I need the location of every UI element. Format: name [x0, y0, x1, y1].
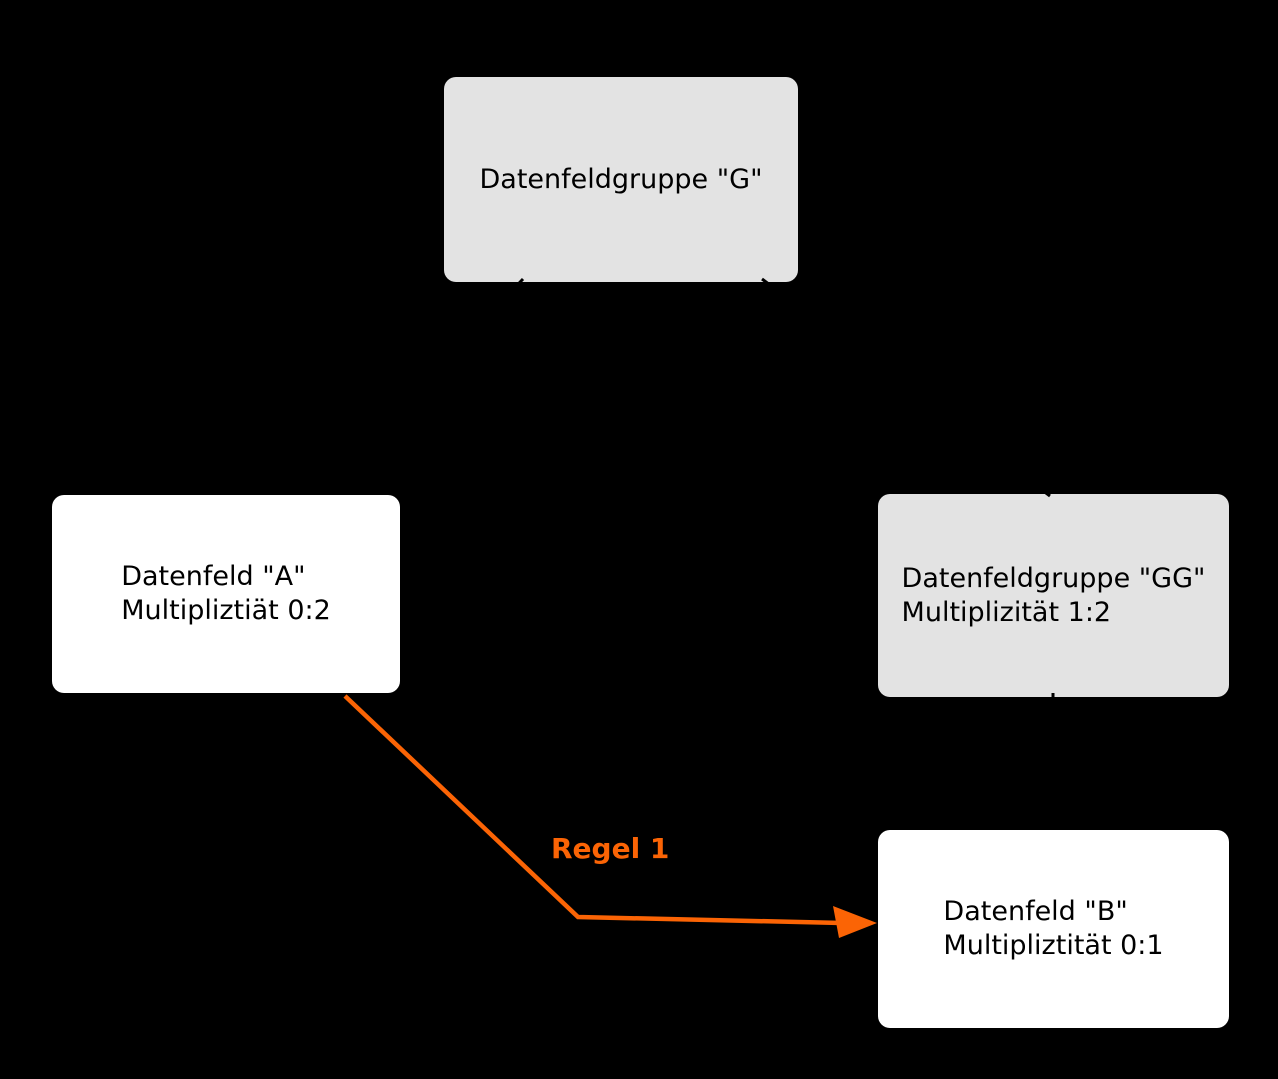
node-gg-line1: Datenfeldgruppe "GG" [901, 562, 1206, 594]
node-datenfeld-b: Datenfeld "B" Multipliztität 0:1 [878, 830, 1229, 1028]
node-b-line2: Multipliztität 0:1 [943, 930, 1164, 961]
node-datenfeld-b-label: Datenfeld "B" Multipliztität 0:1 [943, 895, 1163, 963]
node-b-line1: Datenfeld "B" [943, 896, 1128, 927]
node-datenfeldgruppe-gg-label: Datenfeldgruppe "GG" Multiplizität 1:2 [902, 562, 1206, 630]
node-datenfeldgruppe-gg: Datenfeldgruppe "GG" Multiplizität 1:2 [878, 494, 1229, 697]
edge-label-regel-1: Regel 1 [551, 832, 670, 865]
node-a-line2: Multipliztiät 0:2 [121, 595, 331, 626]
node-gg-line2: Multiplizität 1:2 [901, 596, 1112, 628]
node-a-line1: Datenfeld "A" [121, 561, 306, 592]
node-datenfeldgruppe-g: Datenfeldgruppe "G" [444, 77, 798, 282]
node-datenfeldgruppe-g-label: Datenfeldgruppe "G" [480, 163, 763, 197]
connector-g-gg [761, 277, 1051, 498]
node-g-line1: Datenfeldgruppe "G" [479, 163, 763, 195]
rule-arrow-line [343, 694, 843, 926]
rule-arrowhead [833, 906, 877, 938]
connector-g-a [318, 277, 525, 495]
node-datenfeld-a: Datenfeld "A" Multipliztiät 0:2 [52, 495, 400, 693]
node-datenfeld-a-label: Datenfeld "A" Multipliztiät 0:2 [121, 560, 331, 628]
